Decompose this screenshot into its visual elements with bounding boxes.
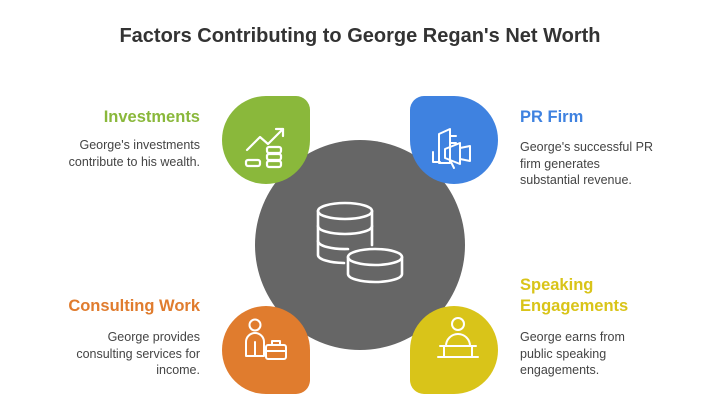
speaking-heading: Speaking Engagements — [520, 275, 700, 317]
pr-firm-description: George's successful PR firm generates su… — [520, 139, 700, 189]
consultant-briefcase-icon — [245, 318, 287, 360]
pr-firm-description-line: substantial revenue. — [520, 173, 632, 187]
pr-firm-description-line: George's successful PR — [520, 140, 653, 154]
speaker-podium-icon — [437, 317, 479, 358]
pr-firm-description-line: firm generates — [520, 156, 600, 171]
consulting-heading: Consulting Work — [68, 297, 200, 315]
investments-shape — [222, 96, 310, 184]
speaking-description-line: public speaking — [520, 346, 607, 361]
pr-firm-shape — [410, 96, 498, 184]
consulting-description-line: George provides — [107, 330, 200, 344]
pr-megaphone-icon — [432, 128, 471, 169]
consulting-description-line: consulting services for — [76, 346, 200, 361]
coin-stack-icon — [316, 201, 404, 284]
speaking-description-line: engagements. — [520, 363, 600, 377]
center-circle — [255, 140, 465, 350]
investments-description-line: contribute to his wealth. — [68, 154, 200, 169]
pr-firm-heading: PR Firm — [520, 108, 584, 126]
investment-growth-icon — [244, 127, 285, 169]
investments-description-line: George's investments — [79, 138, 201, 152]
speaking-heading-line: Engagements — [520, 297, 629, 315]
consulting-description-line: income. — [156, 363, 200, 377]
consulting-description: George provides consulting services for … — [30, 329, 200, 379]
speaking-heading-line: Speaking — [520, 276, 594, 294]
page-title: Factors Contributing to George Regan's N… — [119, 25, 601, 47]
speaking-shape — [410, 306, 498, 394]
speaking-description-line: George earns from — [520, 330, 625, 344]
investments-heading: Investments — [103, 108, 200, 126]
investments-description: George's investments contribute to his w… — [30, 137, 200, 170]
speaking-description: George earns from public speaking engage… — [520, 329, 700, 379]
